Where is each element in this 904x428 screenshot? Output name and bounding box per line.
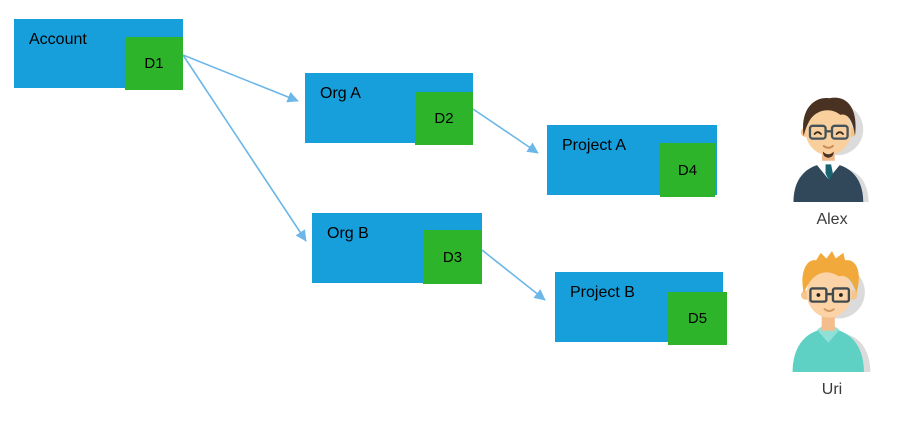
edge-d2-project-a: [472, 108, 539, 154]
user-alex: Alex: [780, 90, 884, 229]
uri-avatar-icon: [792, 250, 871, 372]
node-project-a: Project A D4: [547, 125, 717, 197]
badge-d1-label: D1: [144, 55, 164, 72]
user-alex-name: Alex: [816, 211, 848, 228]
badge-d1: D1: [125, 37, 183, 90]
node-account: Account D1: [14, 19, 183, 90]
badge-d2-label: D2: [434, 110, 454, 127]
node-project-b-label: Project B: [570, 284, 635, 301]
badge-d5-label: D5: [687, 310, 708, 327]
node-project-a-label: Project A: [562, 137, 627, 154]
node-org-b: Org B D3: [312, 213, 482, 284]
badge-d4-label: D4: [677, 161, 698, 179]
badge-d3: D3: [423, 230, 482, 284]
badge-d3-label: D3: [442, 248, 463, 266]
node-project-b: Project B D5: [555, 272, 727, 345]
user-uri: Uri: [780, 250, 884, 399]
user-uri-name: Uri: [821, 381, 843, 398]
node-org-b-label: Org B: [327, 225, 369, 242]
edge-d1-org-b: [182, 54, 307, 242]
node-org-a-label: Org A: [320, 85, 361, 102]
badge-d4: D4: [660, 143, 715, 197]
node-org-a: Org A D2: [305, 73, 473, 145]
edge-d1-org-a: [182, 54, 299, 103]
badge-d2: D2: [415, 92, 473, 145]
alex-avatar-icon: [793, 97, 869, 202]
edge-d3-project-b: [481, 249, 546, 301]
node-account-label: Account: [29, 31, 87, 48]
badge-d5: D5: [668, 292, 727, 345]
